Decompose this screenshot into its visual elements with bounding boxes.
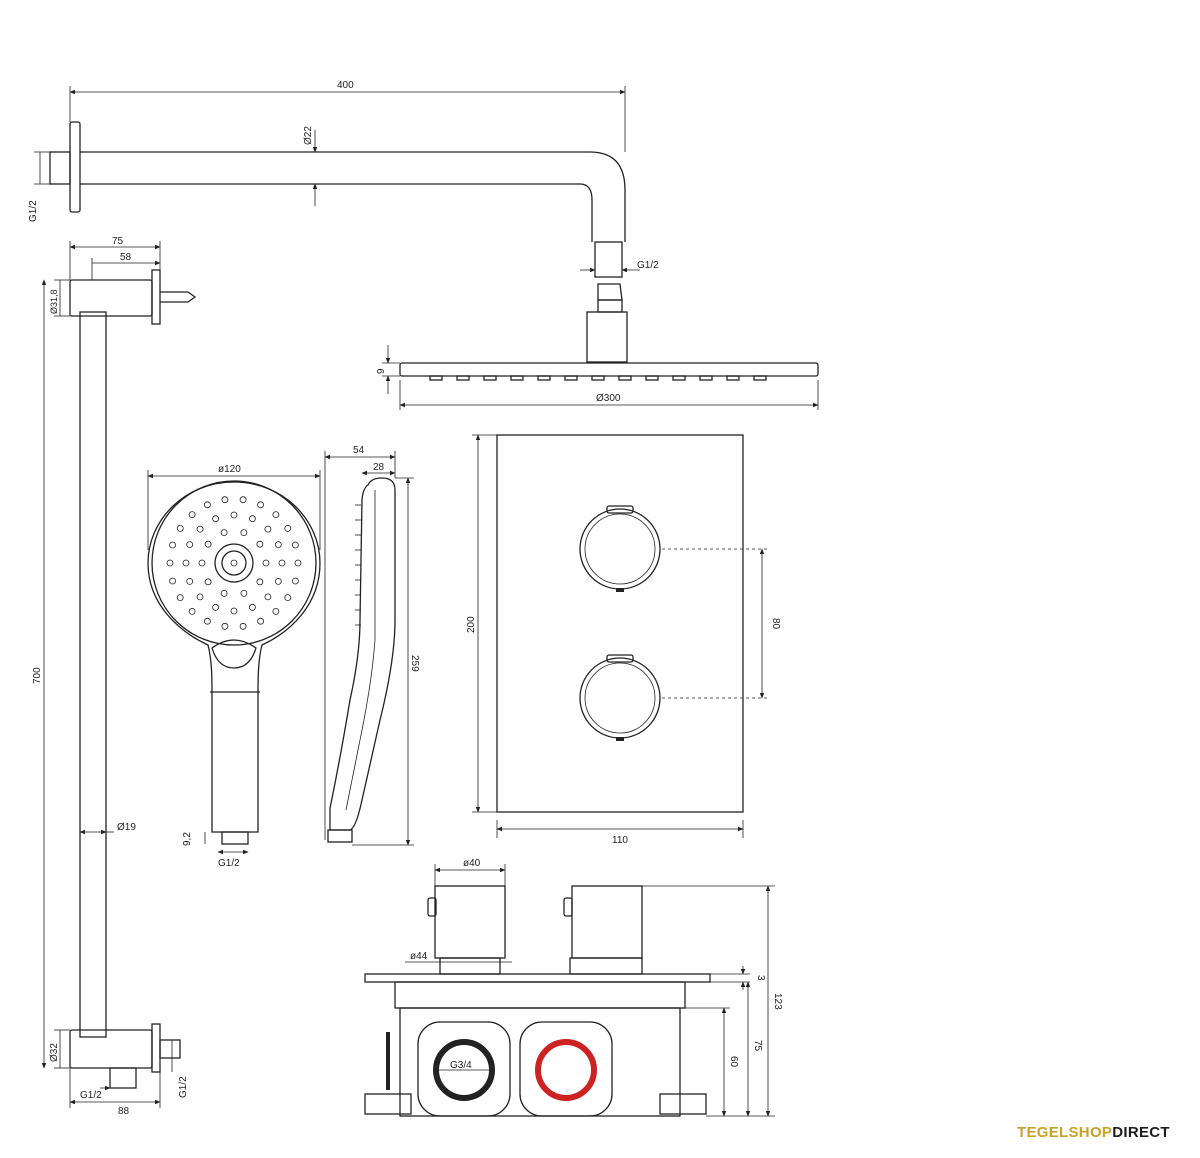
dim-head-thickness: 9: [376, 368, 387, 374]
brand-logo-part1: TEGELSHOP: [1017, 1124, 1113, 1141]
dim-hand-thread-len: 9,2: [182, 832, 193, 846]
dim-bracket-75: 75: [112, 236, 124, 247]
nozzle-dot: [176, 525, 184, 532]
dim-arm-diameter: Ø22: [303, 126, 314, 145]
dim-arm-thread: G1/2: [28, 200, 39, 222]
dim-lower-thread-left: G1/2: [80, 1090, 102, 1101]
dim-plate-width: 110: [612, 835, 628, 846]
hand-shower-front: ø120 9,2 G1/2: [147, 464, 321, 869]
hand-shower-nozzles: [166, 496, 302, 630]
nozzle-dot: [203, 617, 211, 625]
nozzle-dot: [257, 501, 265, 509]
nozzle-dot: [256, 540, 264, 548]
nozzle-dot: [264, 525, 272, 533]
nozzle-dot: [186, 541, 194, 548]
nozzle-row: [429, 375, 767, 381]
nozzle-dot: [294, 559, 302, 567]
dim-box-3: 3: [755, 975, 766, 981]
brand-logo: TEGELSHOPDIRECT: [1017, 1124, 1170, 1141]
nozzle-dot: [272, 511, 280, 518]
nozzle-dot: [274, 541, 282, 548]
nozzle-dot: [220, 590, 228, 597]
brand-logo-part2: DIRECT: [1112, 1124, 1170, 1141]
concealed-box: G3/4 ø40 ø44 3 60 75 123: [364, 858, 783, 1117]
dim-box-60: 60: [728, 1056, 739, 1068]
nozzle-dot: [204, 540, 212, 548]
hand-shower-side: 54 28 259: [324, 445, 420, 846]
nozzle-dot: [221, 622, 229, 630]
dim-box-thread: G3/4: [450, 1060, 472, 1071]
nozzle-dot: [239, 496, 247, 504]
nozzle-dot: [256, 578, 264, 586]
nozzle-dot: [240, 529, 248, 536]
nozzle-dot: [169, 541, 177, 549]
dim-rail-diameter: Ø19: [117, 822, 136, 833]
dim-box-123: 123: [772, 993, 783, 1010]
dim-arm-length: 400: [337, 80, 354, 91]
rain-shower-head: Ø300 9: [376, 345, 819, 410]
upper-knob: [579, 505, 661, 592]
slide-rail: 75 58 Ø31,8 700 Ø19 Ø32 G1/2 G1/2 88: [32, 236, 197, 1117]
dim-box-75: 75: [752, 1040, 763, 1052]
dim-bracket-58: 58: [120, 252, 132, 263]
nozzle-dot: [278, 559, 286, 567]
nozzle-dot: [212, 603, 220, 611]
nozzle-dot: [284, 525, 292, 532]
nozzle-dot: [240, 590, 248, 597]
lower-knob: [579, 654, 661, 741]
nozzle-dot: [196, 525, 204, 533]
dim-head-diameter: Ø300: [596, 393, 621, 404]
nozzle-dot: [257, 617, 265, 625]
nozzle-dot: [264, 593, 272, 601]
dim-side-depth-inner: 28: [373, 462, 385, 473]
nozzle-dot: [176, 594, 184, 601]
dim-lower-diameter: Ø32: [49, 1043, 60, 1062]
dim-plate-height: 200: [466, 616, 477, 633]
dim-hand-diameter: ø120: [218, 464, 241, 475]
dim-lower-width: 88: [118, 1106, 130, 1117]
nozzle-dot: [186, 578, 194, 585]
nozzle-dot: [220, 529, 228, 536]
side-nozzles: [355, 504, 361, 626]
dim-lower-thread-right: G1/2: [178, 1076, 189, 1098]
dim-plate-spacing: 80: [770, 618, 781, 630]
dim-hand-thread: G1/2: [218, 858, 240, 869]
nozzle-dot: [272, 608, 280, 615]
shower-arm: 400 Ø22 G1/2 G1/2: [28, 80, 659, 363]
nozzle-dot: [274, 578, 282, 585]
nozzle-dot: [221, 496, 229, 504]
dim-side-length: 259: [409, 655, 420, 672]
dim-knob-diameter: ø40: [463, 858, 481, 869]
nozzle-dot: [248, 603, 256, 611]
nozzle-dot: [196, 593, 204, 601]
nozzle-dot: [198, 559, 206, 567]
nozzle-dot: [203, 501, 211, 509]
thermostat-plate: 80 200 110: [466, 434, 781, 846]
nozzle-dot: [204, 578, 212, 586]
dim-bracket-diameter: Ø31,8: [49, 289, 59, 314]
dim-rail-height: 700: [32, 667, 43, 684]
dim-side-depth: 54: [353, 445, 365, 456]
nozzle-dot: [291, 541, 299, 549]
nozzle-dot: [230, 607, 238, 615]
nozzle-dot: [239, 622, 247, 630]
nozzle-dot: [188, 511, 196, 518]
nozzle-dot: [262, 559, 270, 567]
nozzle-dot: [230, 511, 238, 519]
nozzle-dot: [248, 515, 256, 523]
dim-knob-base: ø44: [410, 951, 428, 962]
nozzle-dot: [212, 515, 220, 523]
nozzle-dot: [188, 608, 196, 615]
dim-arm-outlet-thread: G1/2: [637, 260, 659, 271]
nozzle-dot: [182, 559, 190, 567]
nozzle-dot: [166, 559, 174, 567]
nozzle-dot: [284, 594, 292, 601]
nozzle-dot: [169, 577, 177, 585]
nozzle-dot: [291, 577, 299, 585]
